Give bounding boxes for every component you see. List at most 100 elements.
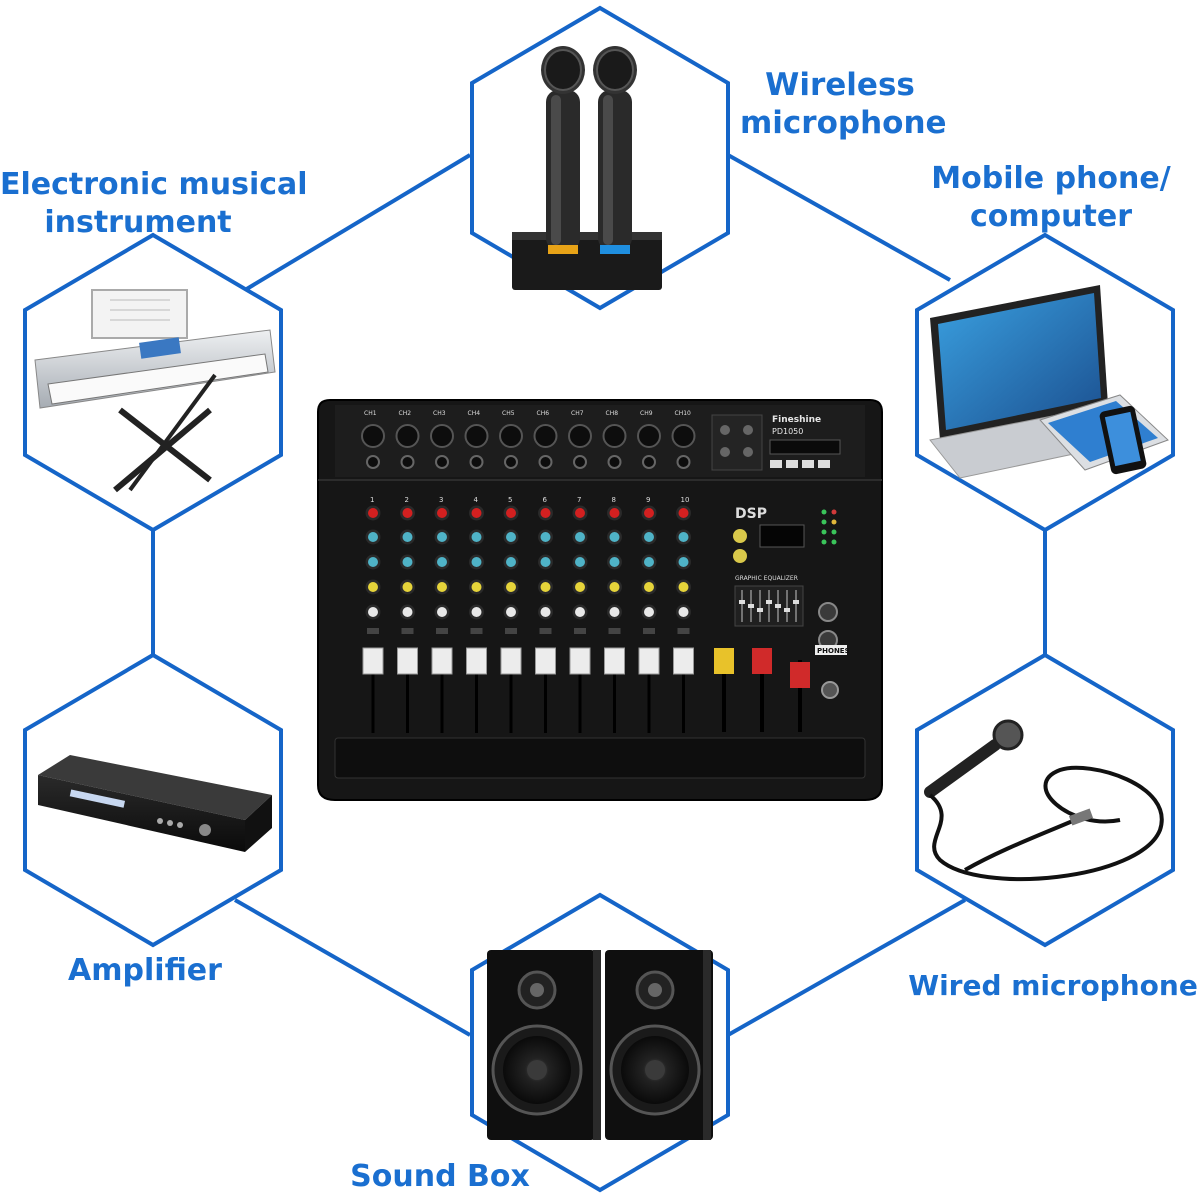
line-input [469, 455, 484, 469]
knob [644, 582, 654, 592]
xlr-input [637, 424, 661, 448]
fader-track [371, 655, 375, 733]
graphic-equalizer [734, 585, 804, 627]
mute-button [608, 628, 621, 634]
eq-slider [766, 600, 772, 604]
channel-number: 2 [405, 496, 409, 504]
knob [540, 557, 551, 567]
knob [678, 557, 689, 567]
mute-button [367, 628, 379, 634]
knob [678, 508, 689, 518]
knob [506, 532, 516, 542]
mute-button [539, 628, 552, 634]
connector-lines [151, 153, 1047, 1037]
eq-track [795, 590, 797, 622]
xlr-input [568, 424, 592, 448]
wireless-microphone-tile [470, 5, 730, 311]
fader-cap [500, 647, 522, 675]
eq-track [768, 590, 770, 622]
knob [575, 607, 585, 617]
knob [368, 557, 378, 567]
eq-slider [775, 604, 781, 608]
knob [368, 607, 378, 617]
fader-track [509, 655, 513, 733]
fader-track [406, 655, 409, 733]
fader-cap [673, 647, 694, 675]
knob [609, 582, 620, 592]
knob [437, 582, 447, 592]
knob [368, 582, 378, 592]
xlr-input [430, 424, 454, 448]
xlr-input [602, 424, 627, 448]
wired-microphone-image [924, 719, 1164, 882]
fader-track [613, 655, 616, 733]
knob [575, 582, 585, 592]
knob [471, 532, 482, 542]
knob [437, 607, 447, 617]
xlr-input [361, 424, 385, 448]
channel-input-label: CH8 [606, 410, 619, 417]
knob [540, 607, 551, 617]
label-wireless-microphone: Wireless microphone [740, 66, 947, 142]
fader-track [544, 655, 547, 733]
knob [437, 557, 447, 567]
mixer-phones-label: PHONES [817, 647, 850, 655]
fader-cap [362, 647, 384, 675]
xlr-input [533, 424, 558, 448]
mute-button [574, 628, 586, 634]
mobile-computer-tile [915, 232, 1175, 533]
knob [540, 582, 551, 592]
label-mobile-line2: computer [970, 199, 1132, 234]
mute-button [436, 628, 448, 634]
channel-input-label: CH4 [468, 410, 481, 417]
xlr-input [395, 424, 420, 448]
knob [402, 557, 413, 567]
channel-number: 5 [508, 496, 512, 504]
knob [575, 508, 585, 518]
knob [575, 557, 585, 567]
channel-input-label: CH2 [399, 410, 412, 417]
mute-button [470, 628, 483, 634]
label-electronic-line2: instrument [44, 205, 232, 240]
fader-cap [431, 647, 453, 675]
knob [402, 582, 413, 592]
label-electronic-line1: Electronic musical [0, 167, 308, 202]
keyboard-image [34, 289, 276, 493]
knob [609, 607, 620, 617]
channel-number: 9 [646, 496, 650, 504]
mixer-master-section: Fineshine PD1050 DSP GRAPHIC EQUALIZER P… [711, 414, 850, 732]
electronic-instrument-tile [23, 232, 283, 533]
knob [644, 557, 654, 567]
knob [540, 508, 551, 518]
fader-track [578, 655, 582, 733]
knob [437, 508, 447, 518]
amplifier-image [38, 755, 272, 852]
fader-track [647, 655, 651, 733]
channel-input-label: CH10 [675, 410, 692, 417]
channel-input-label: CH7 [571, 410, 584, 417]
channel-input-label: CH3 [433, 410, 446, 417]
knob [678, 607, 689, 617]
knob [644, 508, 654, 518]
fader-track [682, 655, 685, 733]
line-input [676, 455, 691, 469]
eq-track [741, 590, 743, 622]
knob [437, 532, 447, 542]
knob [609, 508, 620, 518]
label-wireless-line1: Wireless [765, 67, 915, 103]
knob [609, 532, 620, 542]
channel-input-label: CH6 [537, 410, 550, 417]
laptop-phones-image [929, 285, 1169, 479]
knob [678, 582, 689, 592]
eq-track [786, 590, 788, 622]
knob [678, 532, 689, 542]
mixer-brand-text: Fineshine [772, 415, 821, 425]
knob [540, 532, 551, 542]
knob [609, 557, 620, 567]
line-input [435, 455, 449, 469]
fader-track [475, 655, 478, 733]
line-input [573, 455, 587, 469]
